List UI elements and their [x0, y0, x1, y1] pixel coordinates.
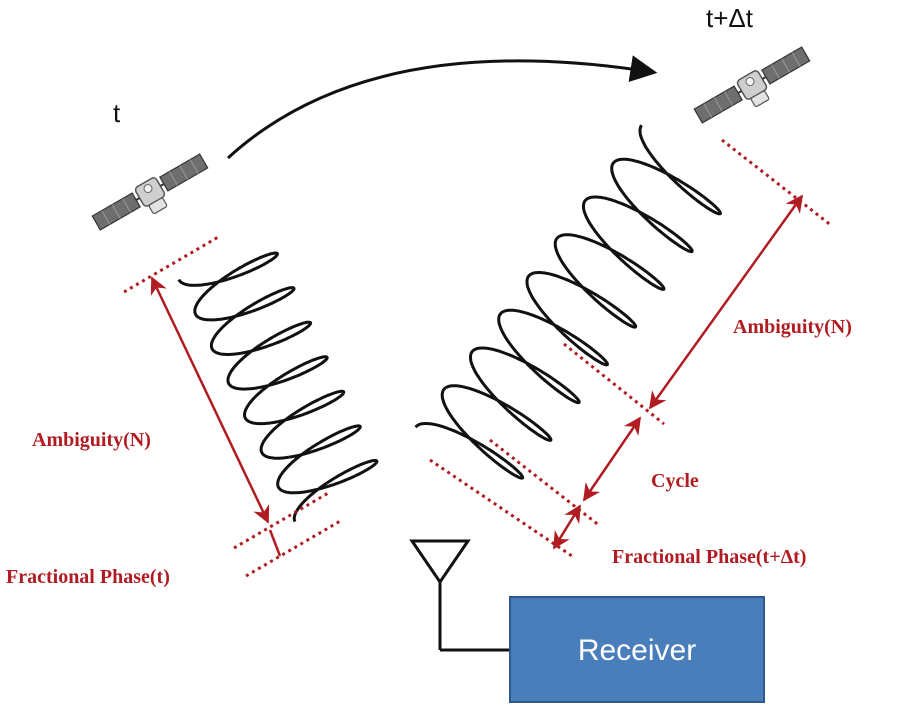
phase-guide-right-top: [721, 138, 833, 228]
phase-guide-right-lower: [489, 438, 601, 528]
receiver-label: Receiver: [578, 634, 696, 667]
time-label-t-plus-dt: t+Δt: [706, 3, 754, 33]
fractional-phase-label-left: Fractional Phase(t): [6, 566, 170, 588]
time-label-t: t: [113, 98, 121, 128]
fractional-tick-left: [268, 529, 282, 557]
carrier-wave-right: [414, 124, 722, 480]
ambiguity-label-right: Ambiguity(N): [733, 316, 852, 338]
phase-guide-right-bottom: [429, 458, 573, 558]
ambiguity-label-left: Ambiguity(N): [32, 429, 151, 451]
cycle-label: Cycle: [651, 470, 699, 492]
ambiguity-arrow-right: [648, 194, 804, 410]
satellite-motion-arrow: [226, 55, 658, 160]
fractional-phase-label-right: Fractional Phase(t+Δt): [612, 546, 806, 568]
phase-guide-left-top: [123, 234, 221, 294]
phase-guide-left-bottom: [245, 518, 343, 578]
cycle-arrow: [582, 416, 642, 502]
fractional-arrow-right: [552, 504, 582, 550]
phase-guide-left-mid: [233, 490, 331, 550]
ambiguity-arrow-left: [150, 276, 270, 524]
satellite-icon: [691, 43, 818, 136]
carrier-wave-left: [177, 251, 379, 523]
satellite-icon: [89, 150, 216, 243]
antenna-icon: [409, 539, 510, 652]
receiver-box: Receiver: [509, 596, 765, 703]
phase-guide-right-upper: [563, 342, 665, 426]
